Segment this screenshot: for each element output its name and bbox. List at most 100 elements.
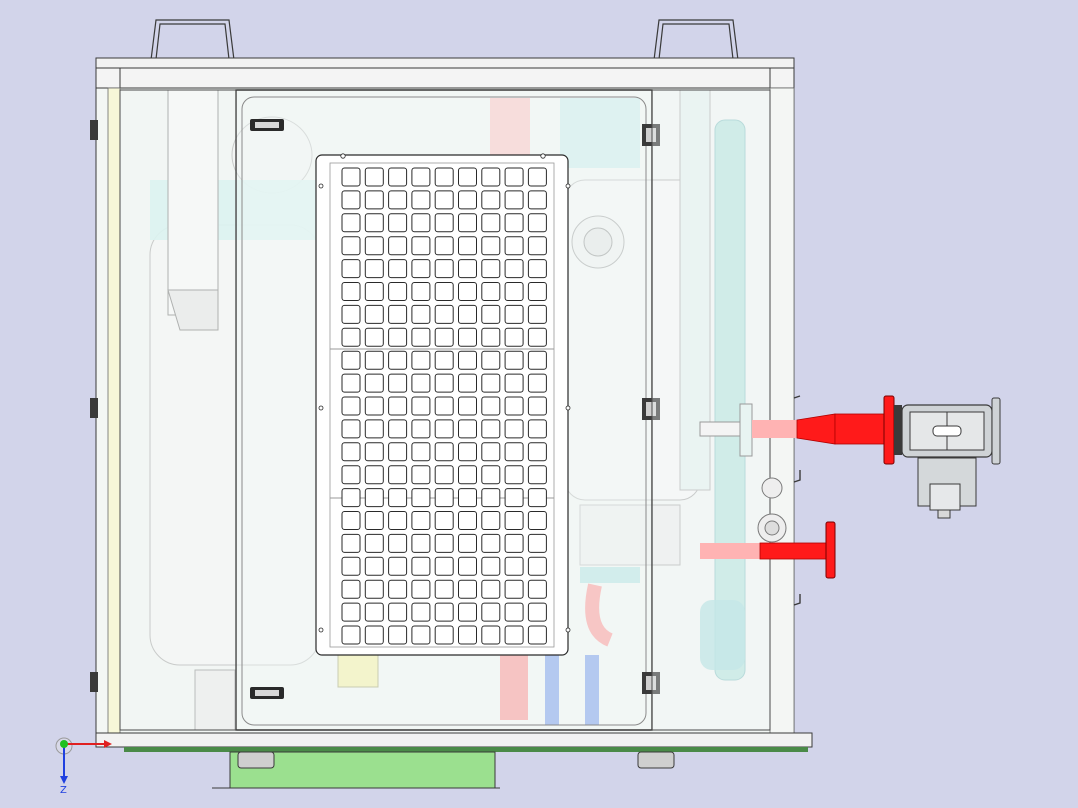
filter-grid-cell bbox=[434, 213, 454, 233]
filter-grid-cell bbox=[504, 350, 524, 370]
filter-grid-cell bbox=[481, 579, 501, 599]
filter-grid-cell bbox=[364, 533, 384, 553]
bottom-rail-shadow bbox=[124, 747, 808, 752]
filter-grid-cell bbox=[411, 350, 431, 370]
filter-grid-cell bbox=[458, 396, 477, 416]
filter-grid-cell bbox=[434, 511, 454, 530]
filter-grid-cell bbox=[388, 533, 408, 553]
filter-grid-cell bbox=[434, 259, 454, 279]
filter-grid-cell bbox=[458, 167, 477, 187]
filter-grid-cell bbox=[388, 282, 408, 301]
filter-grid-cell bbox=[504, 465, 524, 485]
filter-grid-cell bbox=[388, 488, 408, 508]
filter-grid-cell bbox=[458, 419, 477, 439]
filter-grid-cell bbox=[341, 465, 361, 485]
filter-grid-cell bbox=[364, 465, 384, 485]
filter-grid-cell bbox=[458, 579, 477, 599]
leveling-feet bbox=[237, 751, 675, 769]
filter-grid-cell bbox=[411, 327, 431, 347]
filter-grid-cell bbox=[388, 579, 408, 599]
filter-grid-cell bbox=[458, 625, 477, 645]
right-side-strip bbox=[769, 87, 795, 734]
filter-grid-cell bbox=[341, 625, 361, 645]
filter-grid-cell bbox=[527, 373, 547, 393]
filter-grid-cell bbox=[388, 419, 408, 439]
filter-grid-cell bbox=[504, 556, 524, 576]
filter-grid-cell bbox=[364, 350, 384, 370]
filter-grid-cell bbox=[504, 419, 524, 439]
filter-grid-cell bbox=[388, 167, 408, 187]
left-side-strip bbox=[107, 87, 121, 734]
filter-grid-cell bbox=[458, 327, 477, 347]
filter-grid-cell bbox=[434, 442, 454, 462]
filter-grid-cell bbox=[434, 236, 454, 256]
filter-grid-cell bbox=[411, 304, 431, 324]
filter-grid-cell bbox=[527, 442, 547, 462]
filter-grid-cell bbox=[481, 556, 501, 576]
outlet-pipe-lower bbox=[700, 477, 836, 579]
filter-grid-cell bbox=[341, 442, 361, 462]
filter-grid-cell bbox=[341, 396, 361, 416]
filter-grid-cell bbox=[341, 167, 361, 187]
filter-grid-cell bbox=[458, 236, 477, 256]
filter-grid-cell bbox=[364, 236, 384, 256]
filter-grid-cell bbox=[434, 282, 454, 301]
filter-grid-cell bbox=[504, 625, 524, 645]
left-hinge-middle bbox=[90, 398, 98, 418]
filter-grid-cell bbox=[481, 327, 501, 347]
filter-grid-cell bbox=[458, 533, 477, 553]
filter-grid-cell bbox=[388, 465, 408, 485]
filter-grid-cell bbox=[504, 511, 524, 530]
filter-grid-cell bbox=[527, 556, 547, 576]
filter-grid-cell bbox=[411, 213, 431, 233]
filter-grid-cell bbox=[341, 373, 361, 393]
filter-grid-cell bbox=[341, 350, 361, 370]
filter-grid-cell bbox=[388, 190, 408, 210]
filter-grid-cell bbox=[388, 442, 408, 462]
top-frame-beam bbox=[95, 67, 795, 89]
filter-grid-cell bbox=[527, 419, 547, 439]
filter-panel-screws bbox=[318, 153, 571, 633]
filter-grid-cell bbox=[388, 602, 408, 622]
filter-grid-cell bbox=[364, 304, 384, 324]
left-door[interactable] bbox=[119, 89, 237, 731]
filter-grid-cell bbox=[341, 213, 361, 233]
filter-grid-cell bbox=[527, 465, 547, 485]
filter-grid-cell bbox=[411, 602, 431, 622]
door-hinge-bottom bbox=[642, 672, 660, 694]
filter-grid-cell bbox=[458, 350, 477, 370]
filter-grid-cell bbox=[411, 259, 431, 279]
filter-grid-cell bbox=[504, 282, 524, 301]
filter-grid-cell bbox=[341, 579, 361, 599]
filter-grid-cell bbox=[527, 533, 547, 553]
filter-grid-cell bbox=[504, 442, 524, 462]
filter-grid-cell bbox=[527, 350, 547, 370]
filter-grid-cell bbox=[458, 259, 477, 279]
filter-grid-cell bbox=[364, 602, 384, 622]
filter-grid-cell bbox=[458, 556, 477, 576]
filter-grid-cell bbox=[364, 442, 384, 462]
filter-grid-cell bbox=[434, 396, 454, 416]
filter-grid-cell bbox=[527, 511, 547, 530]
door-latch-top[interactable] bbox=[250, 119, 284, 131]
filter-grid-cell bbox=[364, 488, 384, 508]
filter-grid-cell bbox=[411, 625, 431, 645]
filter-grid-cell bbox=[434, 419, 454, 439]
filter-grid-cell bbox=[434, 167, 454, 187]
pump-unit bbox=[894, 397, 1001, 519]
door-latch-bottom[interactable] bbox=[250, 687, 284, 699]
filter-grid-cell bbox=[527, 167, 547, 187]
filter-grid-cell bbox=[527, 396, 547, 416]
filter-grid-cell bbox=[504, 533, 524, 553]
bottom-rail bbox=[95, 732, 813, 748]
filter-grid-cell bbox=[458, 465, 477, 485]
filter-grid-cell bbox=[411, 511, 431, 530]
filter-grid-cell bbox=[527, 304, 547, 324]
filter-grid-cell bbox=[411, 282, 431, 301]
filter-panel-inner bbox=[329, 162, 555, 648]
filter-grid-cell bbox=[481, 465, 501, 485]
left-hinge-top bbox=[90, 120, 98, 140]
filter-grid-cell bbox=[341, 236, 361, 256]
